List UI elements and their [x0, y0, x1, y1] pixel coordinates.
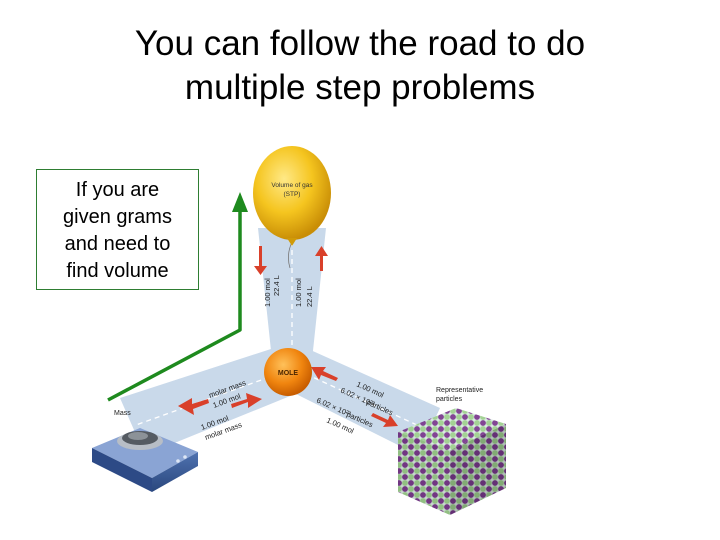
callout-line: find volume — [66, 260, 169, 282]
particles-label: particles — [436, 396, 463, 403]
arrow-down-right-icon — [371, 413, 398, 427]
road-up-label: 1.00 mol — [263, 278, 272, 307]
particles-label: Representative — [436, 387, 483, 394]
arrow-up-left-icon — [311, 367, 338, 381]
mole-label: MOLE — [278, 370, 299, 377]
green-path — [107, 192, 248, 402]
particle-cube: Representative particles — [398, 387, 506, 515]
balloon-label: Volume of gas — [271, 182, 313, 189]
balloon-label: (STP) — [284, 191, 301, 198]
title-line-1: You can follow the road to do — [134, 24, 586, 63]
direction-arrows — [178, 246, 398, 427]
road-up-label: 1.00 mol — [294, 278, 303, 307]
road-up-label: 22.4 L — [272, 275, 281, 296]
road-up — [258, 228, 326, 360]
road-up-labels: 1.00 mol 22.4 L 1.00 mol 22.4 L — [263, 275, 314, 307]
arrow-right-icon — [231, 393, 262, 408]
slide-title: You can follow the road to do multiple s… — [60, 22, 660, 110]
road-left — [120, 348, 300, 455]
arrow-up-icon — [232, 192, 248, 212]
mass-label: Mass — [114, 410, 131, 417]
gas-balloon: Volume of gas (STP) — [253, 146, 331, 269]
arrow-up-icon — [315, 246, 328, 271]
arrow-down-icon — [254, 246, 267, 275]
road-up-label: 22.4 L — [305, 286, 314, 307]
callout-line: and need to — [64, 233, 171, 255]
callout-line: given grams — [63, 206, 172, 228]
mole-sphere: MOLE — [264, 348, 312, 396]
callout-box: If you are given grams and need to find … — [36, 169, 199, 290]
arrow-left-icon — [178, 398, 209, 415]
title-line-2: multiple step problems — [184, 68, 536, 107]
callout-line: If you are — [75, 179, 160, 201]
balance-scale: Mass — [92, 410, 198, 492]
